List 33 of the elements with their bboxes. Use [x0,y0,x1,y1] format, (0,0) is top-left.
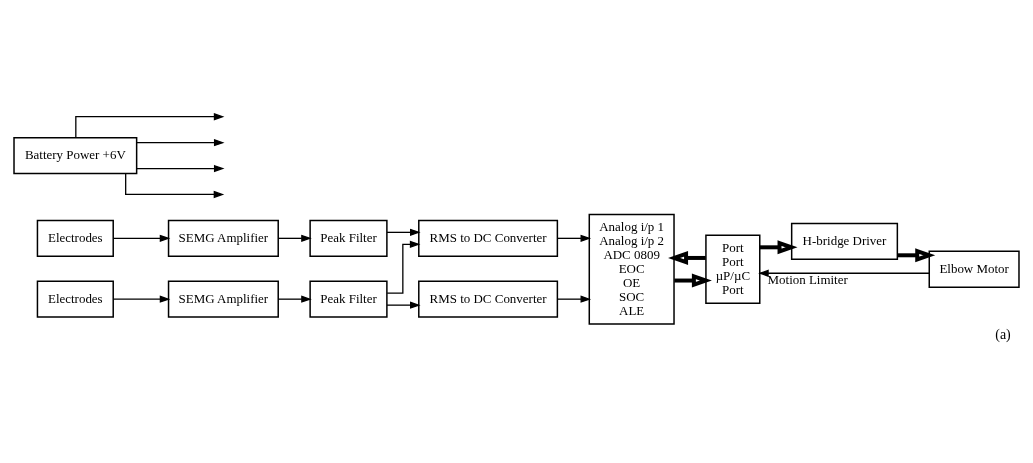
edge-label: Motion Limiter [767,271,848,287]
node-box: Battery Power +6V [13,136,138,175]
node-box: Port Port µP/µC Port [705,234,761,304]
node-box: Electrodes [36,280,114,318]
node-box: RMS to DC Converter [418,219,559,258]
arrow [136,164,225,173]
arrow [277,295,312,303]
arrow [897,248,936,263]
node-box: Analog i/p 1 Analog i/p 2 ADC 0809 EOC OE SOC ALE [588,213,675,325]
arrow [557,234,592,243]
arrow [125,173,225,199]
arrow [386,240,421,294]
node-box: Peak Filter [309,280,388,318]
node-box: RMS to DC Converter [418,280,559,318]
node-box: Elbow Motor [928,250,1020,288]
node-box: Peak Filter [309,219,388,258]
arrow [112,234,171,243]
node-box: SEMG Amplifier [167,219,279,258]
arrow [386,228,421,237]
arrow [758,269,930,277]
arrow [668,250,706,265]
node-box: SEMG Amplifier [167,280,279,318]
arrow [75,113,225,139]
caption: (a) [995,327,1011,343]
arrow [674,273,712,288]
arrow [386,301,421,309]
arrow [557,295,592,303]
node-box: H-bridge Driver [790,222,899,261]
node-box: Electrodes [36,219,114,258]
arrow [136,138,225,147]
arrow [759,240,798,255]
arrow [112,295,171,303]
arrow [277,234,312,243]
